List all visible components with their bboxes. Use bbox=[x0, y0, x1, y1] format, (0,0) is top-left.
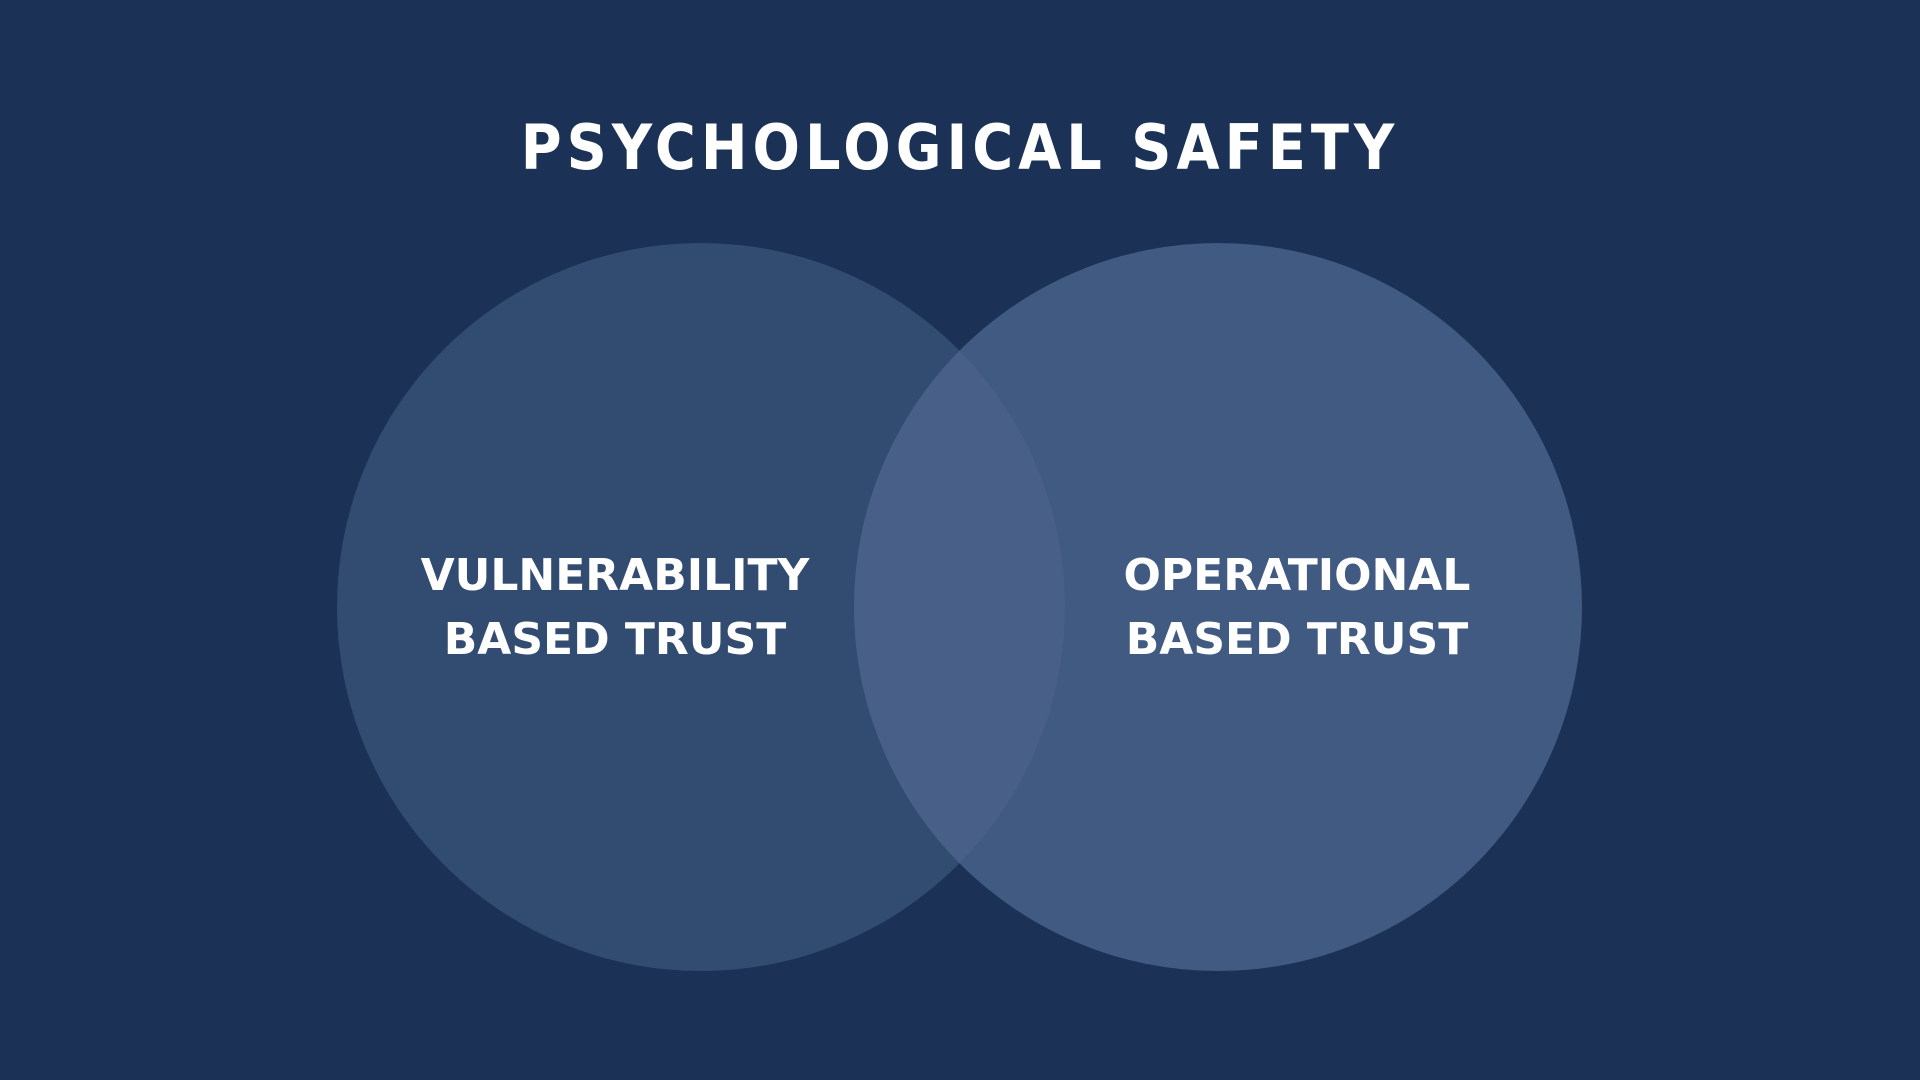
left-circle bbox=[337, 243, 1065, 971]
left-label-line1: VULNERABILITY bbox=[420, 550, 810, 601]
right-label-line1: OPERATIONAL bbox=[1123, 550, 1471, 601]
right-circle-label: OPERATIONAL BASED TRUST bbox=[997, 544, 1597, 672]
left-label-line2: BASED TRUST bbox=[443, 614, 787, 665]
right-label-line2: BASED TRUST bbox=[1125, 614, 1469, 665]
left-circle-label: VULNERABILITY BASED TRUST bbox=[315, 544, 915, 672]
diagram-title: PSYCHOLOGICAL SAFETY bbox=[520, 111, 1400, 184]
right-circle bbox=[854, 243, 1582, 971]
